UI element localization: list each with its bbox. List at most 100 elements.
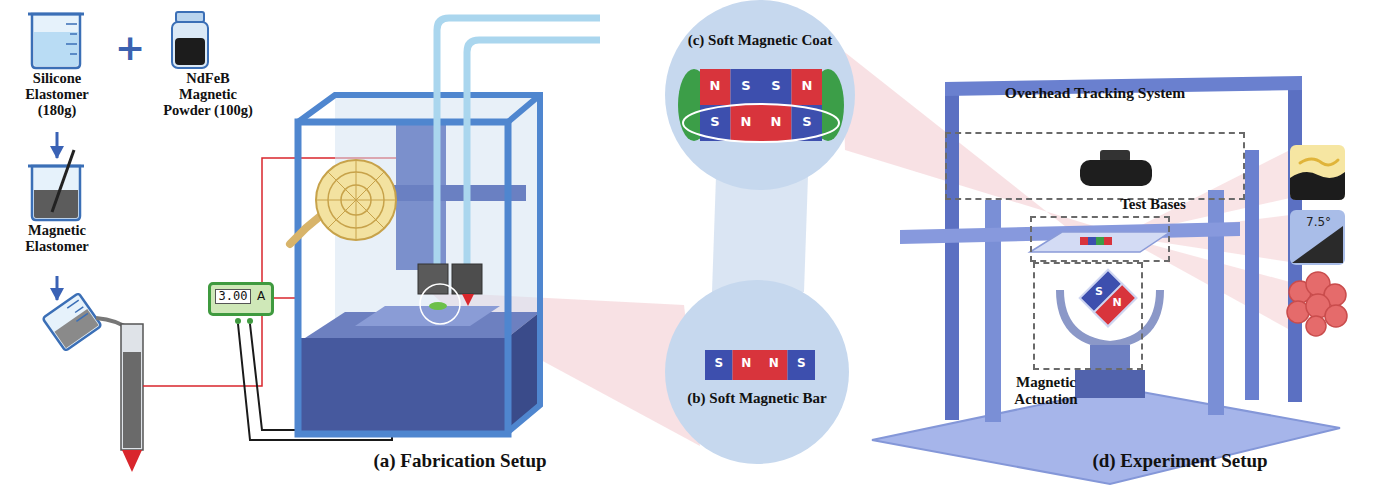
magnet-north: [1094, 284, 1136, 326]
beaker-liquid: [54, 309, 98, 348]
zoom-wedge: [712, 176, 808, 292]
syringe-tip: [122, 450, 142, 472]
syringe-barrel: [121, 324, 143, 450]
node-label: Magnetic Elastomer: [12, 222, 102, 254]
beaker-symbol: [32, 14, 80, 68]
magnet-south: [705, 350, 733, 380]
printer-base-side: [507, 312, 540, 432]
slope-icon-box: 7.5°: [1290, 210, 1345, 265]
jar-lid: [176, 12, 204, 22]
flow-arrow: [56, 132, 59, 158]
node-label: Silicone Elastomer (180g): [12, 70, 102, 119]
red-wire: [274, 297, 298, 299]
dashed-region: Overhead Tracking System: [940, 82, 1250, 202]
tissue-lobe: [1325, 305, 1347, 327]
meter-terminal: [235, 318, 241, 324]
feed-tube: [467, 40, 600, 265]
stirring-rod: [52, 150, 74, 212]
pole-letter: S: [735, 79, 757, 93]
surface-icon-robot: [1300, 159, 1338, 165]
cooling-fan: [316, 160, 396, 240]
test-base-plate: [1030, 232, 1170, 252]
node-label: (c) Soft Magnetic Coat: [670, 32, 850, 49]
magnet-north: [761, 105, 792, 141]
jar-symbol: [172, 22, 208, 68]
robot-segment: [1096, 237, 1104, 245]
powder-jar: NdFeB Magnetic Powder (100g): [152, 8, 264, 132]
pole-letter: S: [704, 115, 726, 129]
node-label: 3.00: [215, 289, 251, 304]
printer-frame: [298, 122, 508, 434]
rig-post: [1245, 150, 1259, 400]
permanent-magnet: [1080, 270, 1137, 327]
magnet-south: [1080, 270, 1137, 327]
printed-part: [429, 302, 447, 310]
magnet-north: [700, 69, 731, 105]
dashed-frame: [1030, 216, 1170, 262]
node-sublabel: A: [253, 290, 269, 303]
pole-letter: S: [790, 357, 812, 370]
coat-end-cap: [812, 69, 844, 141]
pole-letter: N: [735, 115, 757, 129]
tissue-icon: [1287, 272, 1347, 336]
dashed-frame: [945, 132, 1245, 200]
syringe-ink: [123, 352, 141, 448]
print-head: [452, 264, 482, 294]
zoom-wedge: [842, 50, 1100, 238]
rig-platform: [872, 388, 1340, 484]
node-label: (b) Soft Magnetic Bar: [667, 390, 847, 407]
pole-letter: S: [708, 357, 730, 370]
surface-icon-ground: [1290, 172, 1345, 200]
robot-segment: [1104, 237, 1112, 245]
pole-letter: N: [763, 357, 785, 370]
zoom-circle: (b) Soft Magnetic Bar: [665, 280, 849, 464]
pole-letter: N: [704, 79, 726, 93]
actuator-base: [1075, 370, 1145, 398]
beaker-rim: [28, 13, 84, 16]
beaker-ticks: [67, 300, 88, 321]
node-label: Magnetic Actuation: [1005, 374, 1087, 408]
magnet-north: [733, 350, 761, 380]
pole-letter: N: [735, 357, 757, 370]
coat-end-cap: [678, 69, 710, 141]
build-plate: [355, 306, 500, 326]
beaker-rim: [28, 165, 84, 168]
print-head: [418, 264, 448, 294]
beaker-symbol: [32, 166, 80, 220]
dashed-region: Test Bases: [1030, 196, 1192, 264]
node-label: 7.5°: [1306, 216, 1342, 229]
pole-letter: S: [796, 115, 818, 129]
pole-letter: N: [765, 115, 787, 129]
printer-base: [300, 338, 507, 432]
dashed-region: Magnetic Actuation: [1005, 262, 1145, 414]
magnet-north: [760, 350, 788, 380]
panel-title: (a) Fabrication Setup: [320, 451, 600, 472]
rig-post: [945, 90, 959, 420]
magnet-south: [731, 69, 762, 105]
meter-terminal: [247, 318, 253, 324]
panel-title: (d) Experiment Setup: [1040, 451, 1320, 472]
plus-sign: +: [113, 28, 147, 68]
pole-letter: S: [1091, 286, 1107, 298]
tissue-lobe: [1306, 316, 1326, 336]
magnet-south: [792, 105, 823, 141]
beaker-ticks: [66, 24, 77, 54]
node-label: NdFeB Magnetic Powder (100g): [158, 70, 258, 119]
pouring-beaker: [43, 293, 102, 351]
node-label: Test Bases: [1114, 196, 1192, 213]
beaker-liquid: [34, 32, 78, 66]
fan-grille: [316, 160, 396, 240]
dashed-frame: [1033, 262, 1143, 370]
pole-letter: S: [765, 79, 787, 93]
magnetic-powder: [175, 38, 205, 65]
pole-letter: N: [1109, 297, 1125, 309]
robot-segment: [1080, 237, 1088, 245]
surface-icon: [1290, 145, 1345, 200]
magnet-north: [731, 105, 762, 141]
process-arrow: [56, 276, 59, 300]
ammeter: 3.00A: [208, 282, 274, 316]
